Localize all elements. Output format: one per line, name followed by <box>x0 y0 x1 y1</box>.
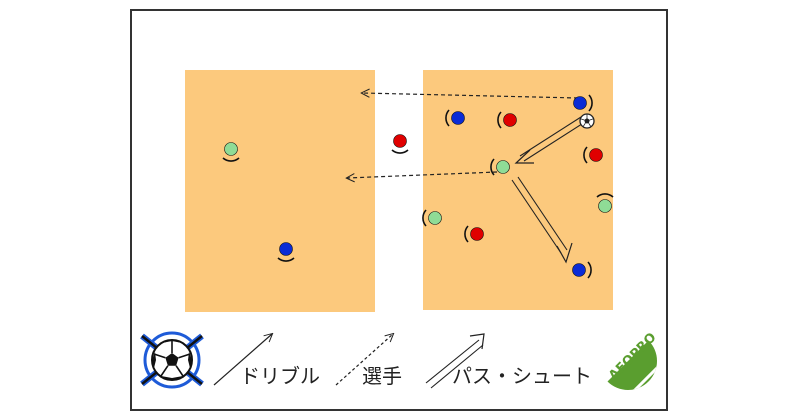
player-run-arrow-icon <box>335 334 393 386</box>
left-field <box>185 70 375 312</box>
player-red <box>583 146 603 164</box>
player-runs <box>347 93 579 178</box>
player-legend: 選手 <box>335 334 402 388</box>
pass-shoot-label: パス・シュート <box>452 364 592 388</box>
pass-shoot-legend: パス・シュート <box>425 333 592 389</box>
passes <box>511 116 586 264</box>
player-blue <box>445 109 465 127</box>
player-green <box>222 142 240 162</box>
run-arrow-top <box>362 93 579 99</box>
player-label: 選手 <box>362 364 402 388</box>
player-blue <box>573 94 593 112</box>
player-blue <box>277 242 295 262</box>
players <box>222 94 614 279</box>
player-green <box>490 158 510 176</box>
player-blue <box>572 261 592 279</box>
soccer-ball-icon <box>579 113 595 129</box>
player-red <box>391 134 409 154</box>
player-red <box>464 225 484 243</box>
pass-arrow-head-2 <box>556 242 573 264</box>
soccer-ball-logo-icon <box>140 331 204 389</box>
dribble-arrow-icon <box>213 334 272 386</box>
pass-arrow-head-1 <box>514 149 534 164</box>
dribble-label: ドリブル <box>240 364 320 388</box>
player-red <box>497 111 517 129</box>
dribble-legend: ドリブル <box>213 334 320 388</box>
player-green <box>596 193 614 213</box>
player-green <box>422 209 442 227</box>
pass-shoot-arrow-icon <box>425 333 485 389</box>
